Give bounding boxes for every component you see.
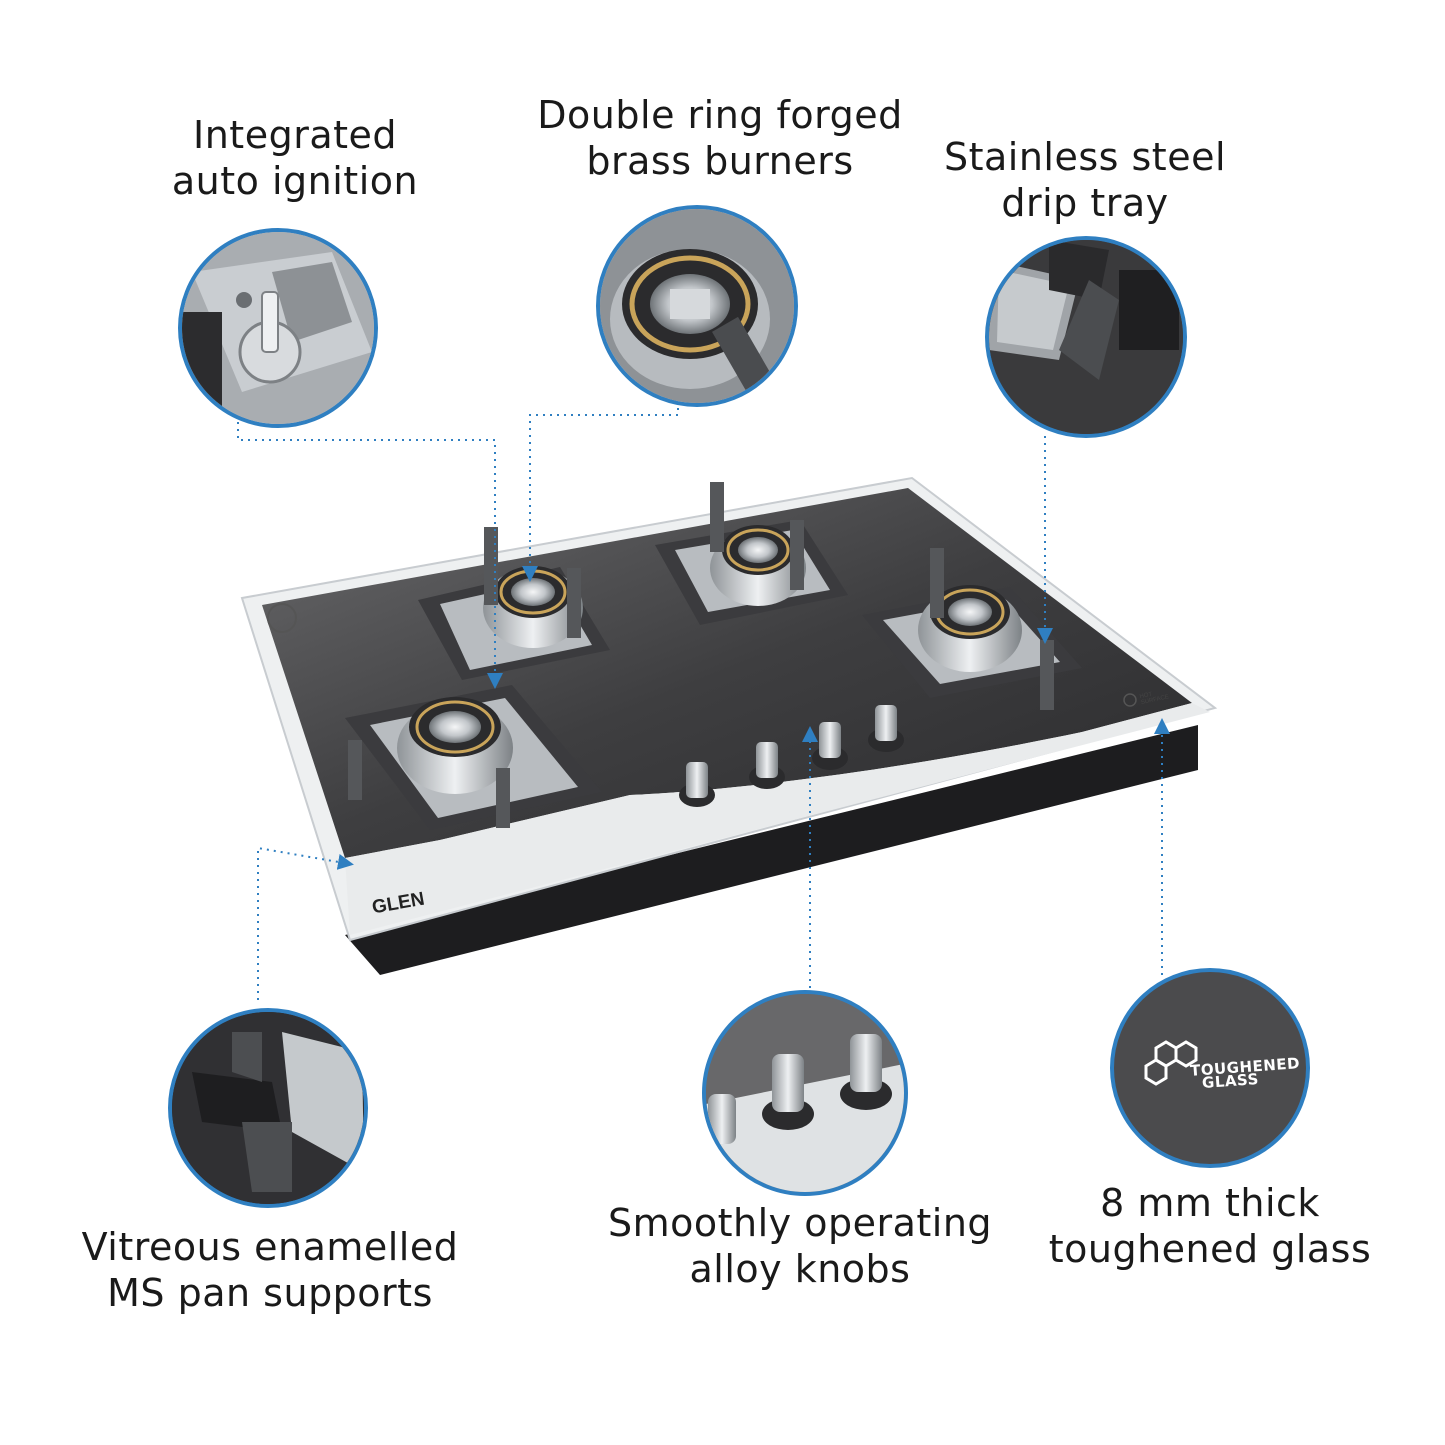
burner-detail-image [600, 209, 794, 403]
feature-drip-tray-line2: drip tray [1001, 181, 1169, 225]
feature-ignition-line2: auto ignition [171, 159, 419, 203]
pan-support-detail-image [172, 1012, 364, 1204]
burner-top-center [655, 482, 848, 625]
ignition-detail-circle [178, 228, 378, 428]
ignition-detail-image [182, 232, 374, 424]
toughened-glass-badge-circle: TOUGHENED GLASS [1110, 968, 1310, 1168]
drip-tray-detail-circle [985, 236, 1187, 438]
feature-ignition-label: Integrated auto ignition [150, 112, 440, 204]
feature-glass-label: 8 mm thick toughened glass [1040, 1180, 1380, 1272]
hot-surface-icon [1123, 693, 1137, 707]
knob-4-handle[interactable] [875, 705, 897, 741]
badge-line2: GLASS [1201, 1070, 1260, 1092]
burner-right [862, 548, 1082, 710]
pan-support-detail-circle [168, 1008, 368, 1208]
seal-icon [267, 603, 297, 633]
feature-burners-label: Double ring forged brass burners [530, 92, 910, 184]
hexagon-icon [1144, 1040, 1198, 1086]
knob-2-handle[interactable] [756, 742, 778, 778]
feature-drip-tray-line1: Stainless steel [943, 135, 1227, 179]
feature-glass-line2: toughened glass [1048, 1227, 1372, 1271]
knob-detail-image [706, 994, 904, 1192]
knob-1-handle[interactable] [686, 762, 708, 798]
feature-burners-line2: brass burners [586, 139, 854, 183]
knob-panel [345, 703, 1210, 935]
feature-ignition-line1: Integrated [193, 113, 397, 157]
feature-drip-tray-label: Stainless steel drip tray [930, 134, 1240, 226]
feature-knobs-label: Smoothly operating alloy knobs [600, 1200, 1000, 1292]
hob-base [345, 725, 1198, 975]
callout-lines [237, 394, 1170, 1000]
feature-knobs-line2: alloy knobs [689, 1247, 911, 1291]
knob-3-handle[interactable] [819, 722, 841, 758]
burner-top-left [418, 527, 610, 680]
feature-pan-supports-line1: Vitreous enamelled [81, 1225, 459, 1269]
control-knobs [679, 705, 904, 807]
burner-detail-circle [596, 205, 798, 407]
burner-bottom-left [345, 685, 602, 830]
feature-knobs-line1: Smoothly operating [607, 1201, 993, 1245]
feature-burners-line1: Double ring forged [537, 93, 903, 137]
feature-glass-line1: 8 mm thick [1100, 1181, 1320, 1225]
feature-pan-supports-line2: MS pan supports [107, 1271, 433, 1315]
feature-pan-supports-label: Vitreous enamelled MS pan supports [70, 1224, 470, 1316]
drip-tray-detail-image [989, 240, 1183, 434]
knob-detail-circle [702, 990, 908, 1196]
